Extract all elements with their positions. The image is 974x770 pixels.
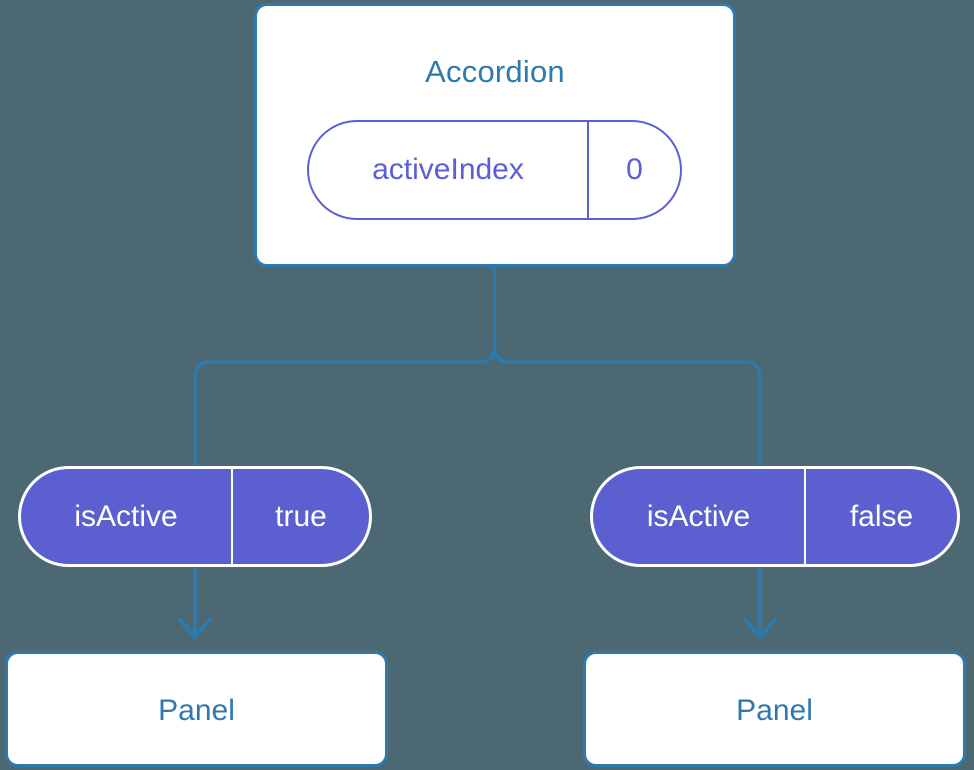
panel-node-left-title: Panel: [158, 694, 235, 727]
prop-pill-is-active-false-key: isActive: [593, 469, 806, 564]
prop-pill-is-active-false[interactable]: isActive false: [590, 466, 960, 567]
connector-root-to-branches: [193, 265, 762, 468]
prop-pill-is-active-false-value: false: [849, 499, 914, 533]
state-pill-active-index[interactable]: activeIndex 0: [307, 120, 682, 220]
arrow-right-pill-to-panel: [743, 567, 777, 639]
prop-pill-is-active-true-key: isActive: [21, 469, 233, 564]
prop-pill-is-active-true-value: true: [275, 499, 327, 533]
state-pill-active-index-key: activeIndex: [309, 122, 589, 218]
accordion-node-title: Accordion: [425, 54, 565, 89]
panel-component-node-right[interactable]: Panel: [583, 651, 966, 767]
panel-node-right-title: Panel: [736, 694, 813, 727]
panel-component-node-left[interactable]: Panel: [5, 651, 388, 767]
arrow-left-pill-to-panel: [178, 567, 212, 639]
state-pill-active-index-value: 0: [626, 153, 643, 186]
prop-pill-is-active-true[interactable]: isActive true: [18, 466, 372, 567]
